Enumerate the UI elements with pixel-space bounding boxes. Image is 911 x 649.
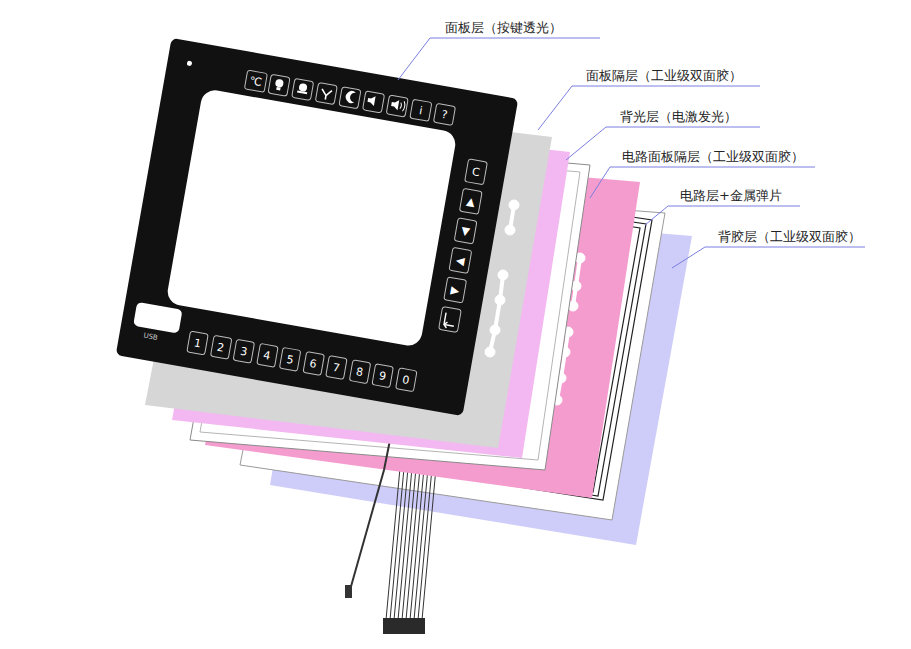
front-panel <box>116 38 519 416</box>
panel-body <box>116 38 519 416</box>
layer-callout: 背光层（电激发光） <box>620 109 737 125</box>
key-button: i <box>409 99 432 122</box>
lead-tip <box>345 585 352 598</box>
key-button: 5 <box>279 347 302 372</box>
key-label: 3 <box>239 345 248 357</box>
key-label: 7 <box>332 361 341 373</box>
key-button: ▼ <box>454 217 478 244</box>
port-label: USB <box>143 333 158 342</box>
key-button: 2 <box>209 335 232 360</box>
key-label: 6 <box>309 357 318 369</box>
key-label: i <box>418 105 423 116</box>
layer-callout: 电路层+金属弹片 <box>680 188 782 204</box>
key-label: 2 <box>216 341 225 353</box>
front-panel: USB ℃ i? C ▲ ▼ ◀ ▶ 1 2 3 4 5 6 7 8 9 0 <box>116 38 519 416</box>
key-label: C <box>471 166 480 178</box>
key-button: ▲ <box>459 188 483 215</box>
key-button: ◀ <box>448 247 472 274</box>
key-label: 9 <box>378 370 387 382</box>
leader-lines <box>398 38 865 268</box>
usb-port <box>133 302 182 334</box>
key-label: 4 <box>263 349 272 361</box>
key-button: 1 <box>186 331 209 356</box>
key-button: 7 <box>325 355 348 380</box>
key-button: 9 <box>371 363 394 388</box>
key-icons <box>239 78 491 330</box>
key-icon <box>320 89 332 101</box>
layer-callout: 电路面板隔层（工业级双面胶） <box>622 149 804 165</box>
screen-window <box>166 88 458 347</box>
key-label: 1 <box>193 337 202 349</box>
icon-keys <box>233 74 496 332</box>
key-button: 6 <box>302 351 325 376</box>
layer-callout: 面板层（按键透光） <box>445 20 562 36</box>
ribbon-cable <box>386 468 440 620</box>
key-label: ▶ <box>450 284 460 296</box>
key-button: 8 <box>348 359 371 384</box>
indicator-dot <box>187 60 193 66</box>
key-label: 5 <box>286 353 295 365</box>
key-button: 4 <box>256 343 279 368</box>
key-button: ▶ <box>443 276 467 303</box>
key-button: 0 <box>395 367 418 392</box>
key-label: ? <box>441 109 449 121</box>
key-label: ▼ <box>460 225 470 237</box>
layer-callout: 面板隔层（工业级双面胶） <box>586 68 742 84</box>
backlight-lead <box>350 440 390 590</box>
key-button: ℃ <box>244 70 268 93</box>
layer-callout: 背胶层（工业级双面胶） <box>718 229 861 245</box>
key-label: ℃ <box>249 75 263 88</box>
key-label: ▲ <box>466 195 476 207</box>
key-button: 3 <box>233 339 256 364</box>
key-button: C <box>464 158 488 185</box>
key-button: ? <box>433 103 456 126</box>
key-label: 8 <box>355 366 364 378</box>
key-label: 0 <box>401 374 410 386</box>
ribbon-connector <box>383 618 425 634</box>
key-label: ◀ <box>455 254 465 266</box>
